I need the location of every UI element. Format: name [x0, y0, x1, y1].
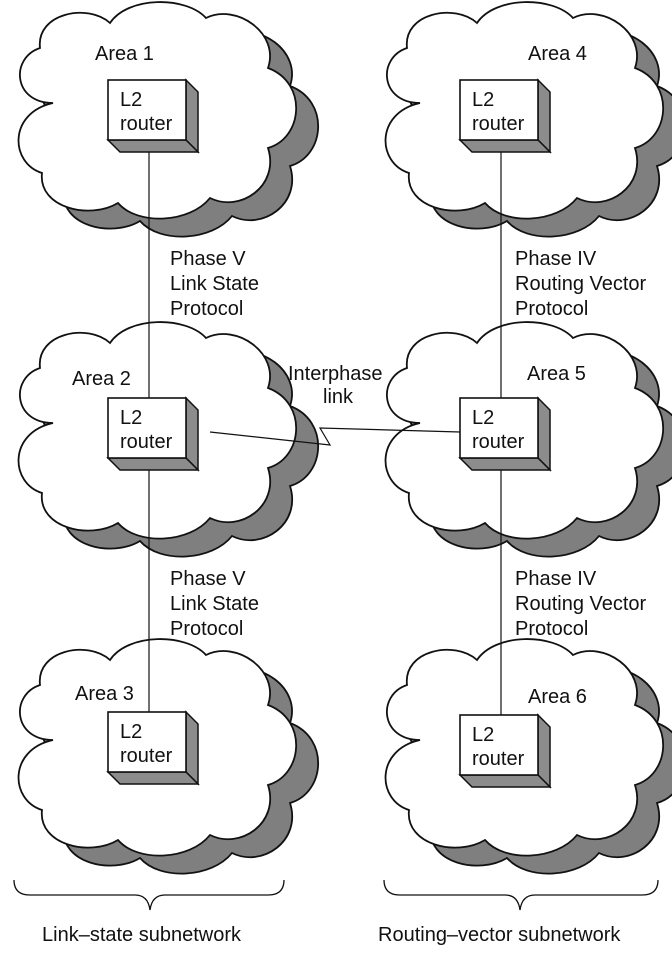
- router-label-line2: router: [120, 113, 173, 135]
- router-label-line2: router: [472, 748, 525, 770]
- link-label-phase-iv-lower: Phase IV Routing Vector Protocol: [515, 568, 647, 640]
- router-label-line1: L2: [472, 89, 494, 111]
- svg-text:Phase IV: Phase IV: [515, 248, 597, 270]
- svg-text:Phase V: Phase V: [170, 568, 246, 590]
- svg-text:Protocol: Protocol: [170, 298, 243, 320]
- svg-text:Phase V: Phase V: [170, 248, 246, 270]
- router-label-line2: router: [120, 745, 173, 767]
- router-area-2: L2 router: [106, 396, 200, 472]
- router-label-line2: router: [472, 431, 525, 453]
- svg-text:Phase IV: Phase IV: [515, 568, 597, 590]
- caption-link-state-subnetwork: Link–state subnetwork: [42, 924, 242, 946]
- link-label-phase-iv-upper: Phase IV Routing Vector Protocol: [515, 248, 647, 320]
- svg-text:Protocol: Protocol: [170, 618, 243, 640]
- svg-text:Interphase: Interphase: [288, 363, 383, 385]
- router-label-line1: L2: [120, 407, 142, 429]
- svg-text:Link State: Link State: [170, 273, 259, 295]
- interphase-link-label: Interphase link: [288, 363, 383, 408]
- svg-text:Link State: Link State: [170, 593, 259, 615]
- svg-text:Routing Vector: Routing Vector: [515, 273, 647, 295]
- brace-right: [383, 879, 659, 911]
- router-area-5: L2 router: [458, 396, 552, 472]
- area-label-3: Area 3: [75, 683, 134, 705]
- router-area-1: L2 router: [106, 78, 200, 154]
- svg-text:Protocol: Protocol: [515, 618, 588, 640]
- area-label-6: Area 6: [528, 686, 587, 708]
- router-area-6: L2 router: [458, 713, 552, 789]
- caption-routing-vector-subnetwork: Routing–vector subnetwork: [378, 924, 621, 946]
- router-label-line1: L2: [472, 724, 494, 746]
- link-label-phase-v-lower: Phase V Link State Protocol: [170, 568, 259, 640]
- router-area-4: L2 router: [458, 78, 552, 154]
- svg-text:Protocol: Protocol: [515, 298, 588, 320]
- area-label-1: Area 1: [95, 43, 154, 65]
- router-label-line1: L2: [120, 89, 142, 111]
- area-label-5: Area 5: [527, 363, 586, 385]
- area-label-4: Area 4: [528, 43, 587, 65]
- link-label-phase-v-upper: Phase V Link State Protocol: [170, 248, 259, 320]
- router-label-line2: router: [120, 431, 173, 453]
- router-label-line1: L2: [120, 721, 142, 743]
- svg-text:link: link: [323, 386, 354, 408]
- interphase-link: [209, 427, 461, 446]
- router-label-line1: L2: [472, 407, 494, 429]
- svg-text:Routing Vector: Routing Vector: [515, 593, 647, 615]
- router-label-line2: router: [472, 113, 525, 135]
- brace-left: [13, 879, 285, 911]
- router-area-3: L2 router: [106, 710, 200, 786]
- area-label-2: Area 2: [72, 368, 131, 390]
